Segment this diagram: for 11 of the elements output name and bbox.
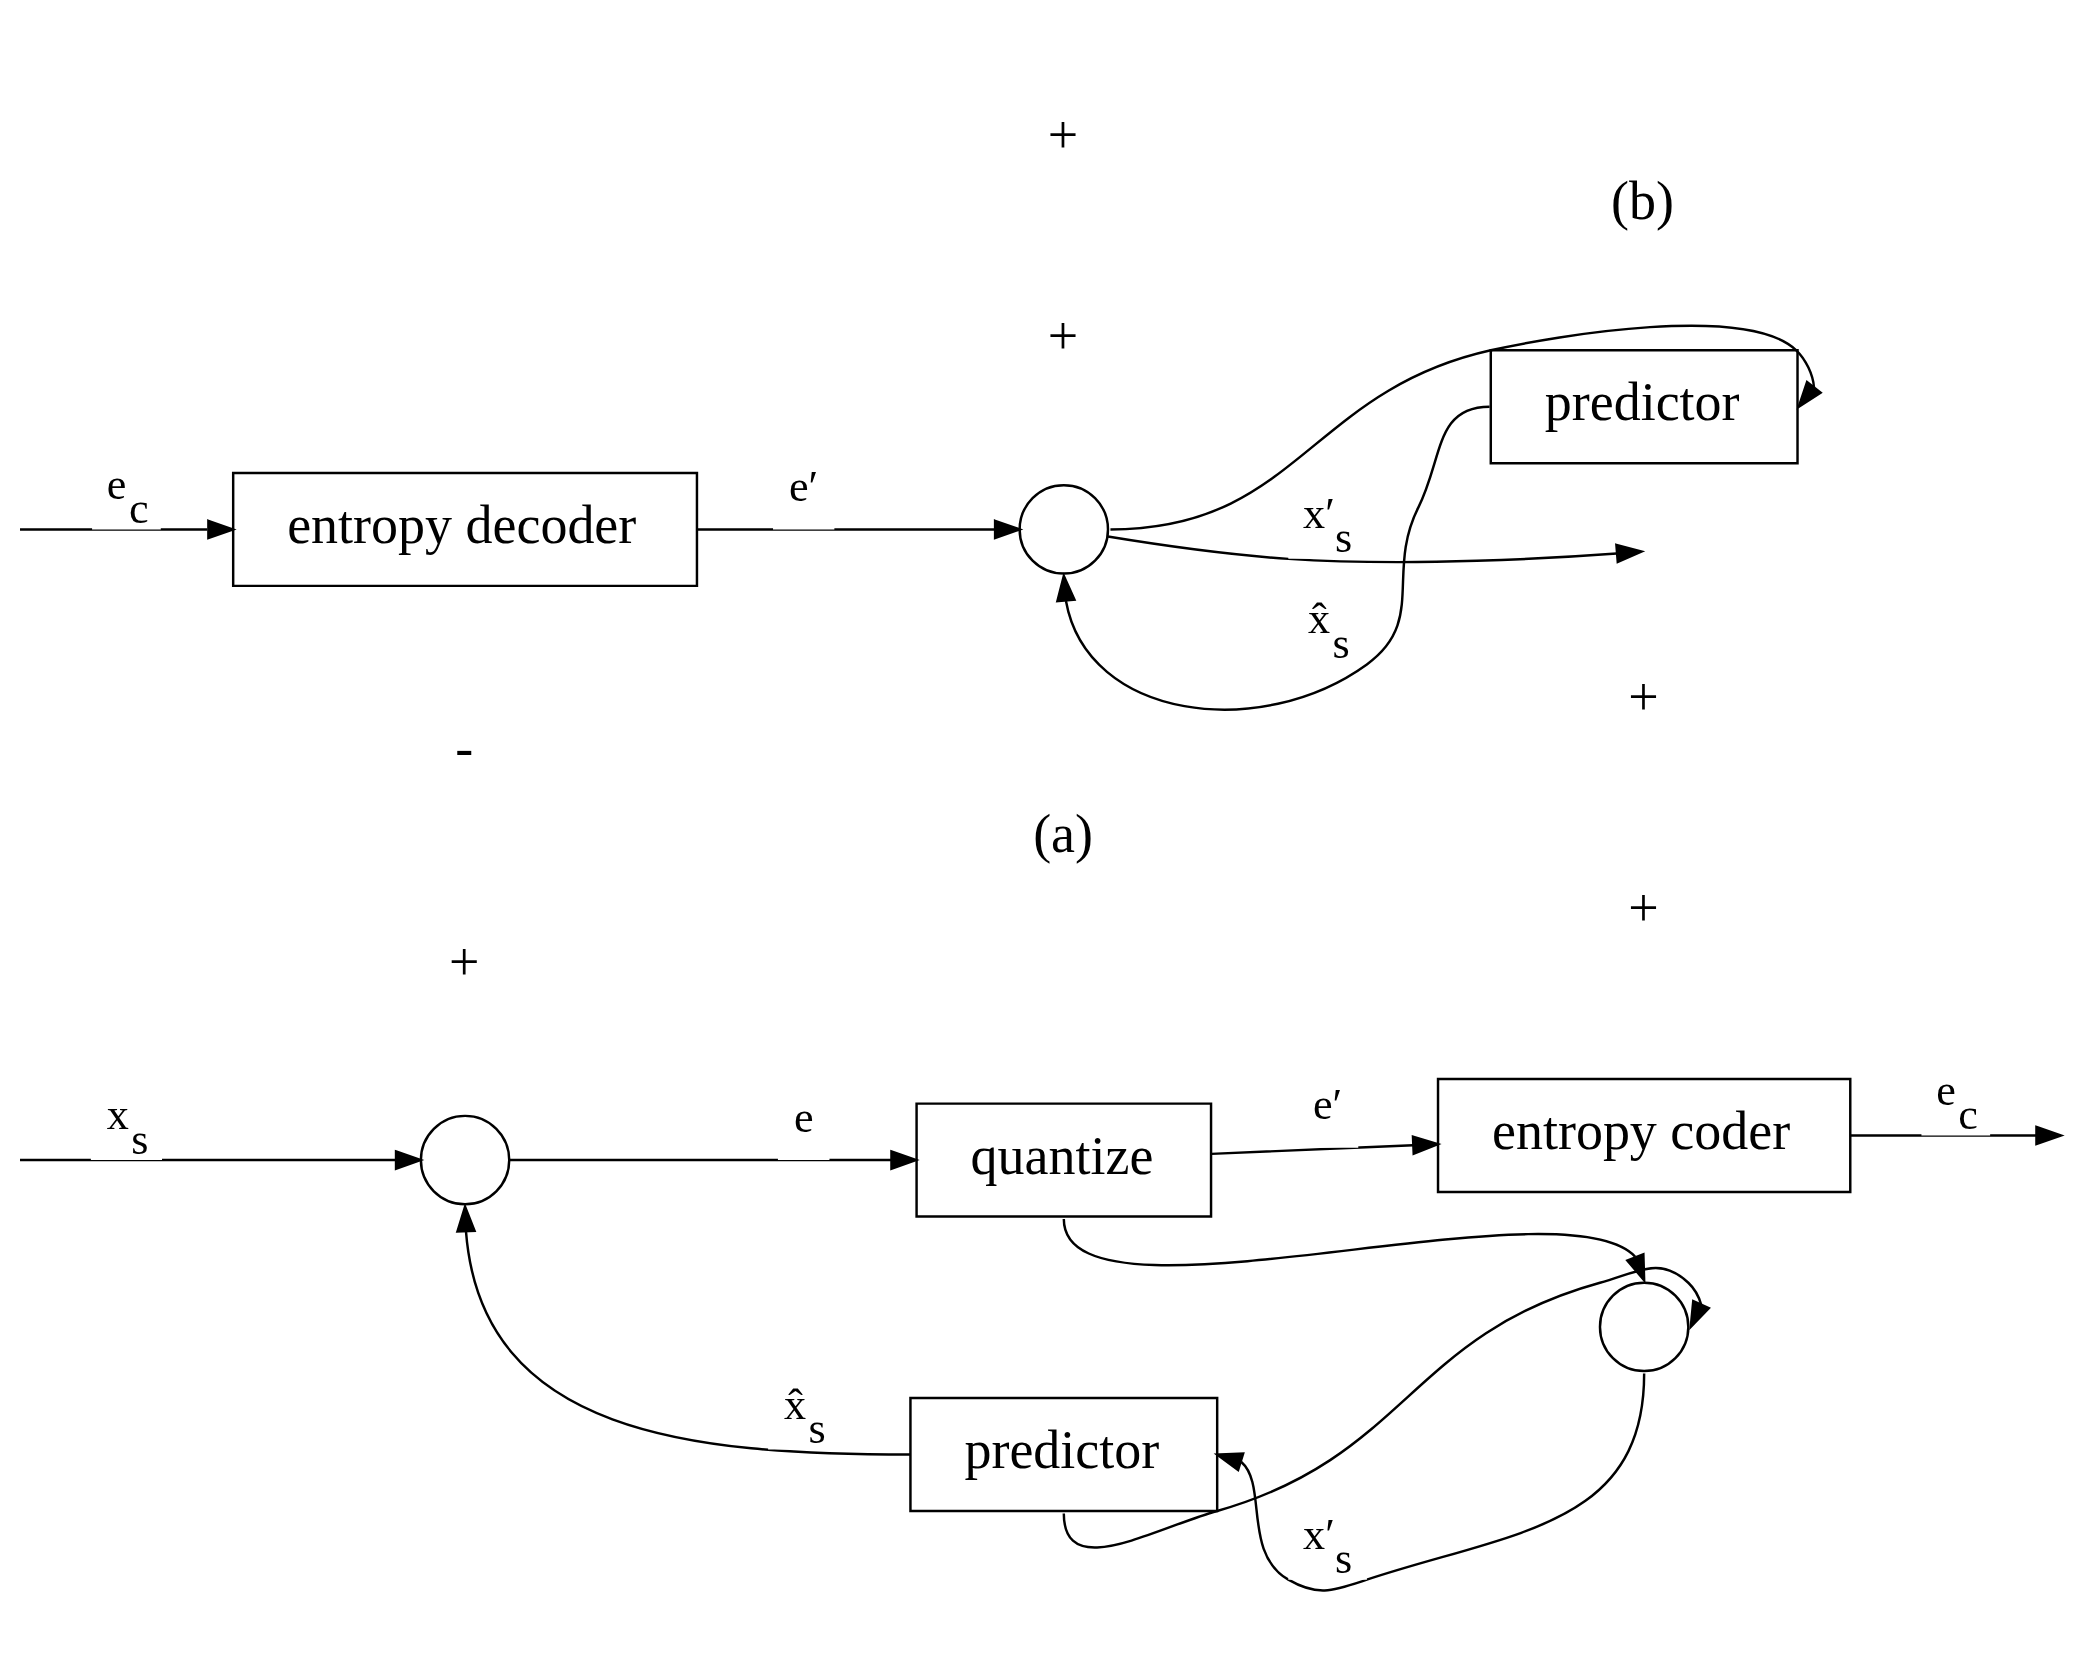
- label: -: [455, 718, 474, 779]
- label: +: [1628, 877, 1659, 938]
- label: +: [1628, 666, 1659, 727]
- label: (a): [1033, 804, 1094, 865]
- label: +: [1047, 306, 1079, 367]
- edge-label: e: [793, 1092, 814, 1142]
- label: (b): [1611, 171, 1674, 232]
- label: +: [1047, 105, 1079, 165]
- edge-label: e′: [1312, 1080, 1343, 1130]
- label: +: [449, 931, 480, 992]
- edge-label: e′: [788, 461, 819, 511]
